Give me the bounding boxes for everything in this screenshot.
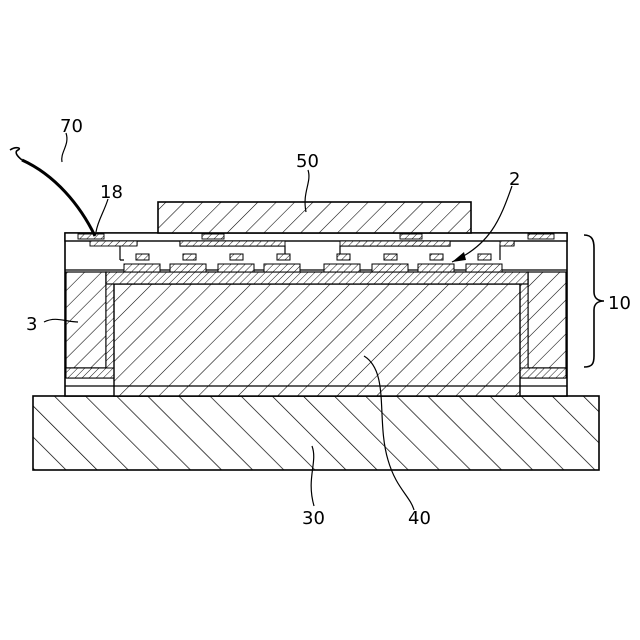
core-region (114, 284, 520, 396)
label-70: 70 (60, 116, 83, 137)
chip-bump-left (202, 234, 224, 239)
contact-pad (466, 264, 502, 272)
contact-pad-cap (384, 254, 397, 260)
contact-pad-cap (183, 254, 196, 260)
label-30: 30 (302, 508, 325, 529)
contact-pad (124, 264, 160, 272)
label-3: 3 (26, 314, 37, 335)
chip-bump-right (400, 234, 422, 239)
contact-pad (170, 264, 206, 272)
contact-pad (218, 264, 254, 272)
top-layer (65, 233, 567, 241)
right-fill-region (528, 272, 566, 368)
lining-bottom-left (66, 368, 114, 378)
chip (158, 202, 471, 233)
label-18: 18 (100, 182, 123, 203)
bond-wire (22, 160, 95, 236)
contact-pad-cap (230, 254, 243, 260)
lining-left-wall (106, 272, 114, 368)
contact-pad (264, 264, 300, 272)
label-50: 50 (296, 151, 319, 172)
contact-pad-cap (277, 254, 290, 260)
label-10: 10 (608, 293, 631, 314)
contact-pad-cap (136, 254, 149, 260)
device-bracket (584, 235, 604, 367)
element-layer (106, 272, 528, 284)
contact-pad-cap (337, 254, 350, 260)
contact-pad-cap (478, 254, 491, 260)
contact-pad-cap (430, 254, 443, 260)
lining-bottom-right (520, 368, 566, 378)
bond-pad-left (78, 234, 104, 239)
bond-pad-right (528, 234, 554, 239)
contact-pad (324, 264, 360, 272)
base-substrate (33, 396, 599, 470)
wiring-bar-far-right (500, 241, 514, 246)
left-fill-region (66, 272, 106, 368)
wiring-bar-left (180, 241, 285, 246)
wire-break-mark (10, 148, 22, 160)
leader-18 (96, 199, 108, 232)
lining-right-wall (520, 272, 528, 368)
contact-pad (372, 264, 408, 272)
label-40: 40 (408, 508, 431, 529)
leader-70 (62, 133, 67, 162)
contact-pad (418, 264, 454, 272)
label-2: 2 (509, 169, 520, 190)
wiring-bar-right (340, 241, 450, 246)
wiring-bar-far-left (90, 241, 137, 246)
